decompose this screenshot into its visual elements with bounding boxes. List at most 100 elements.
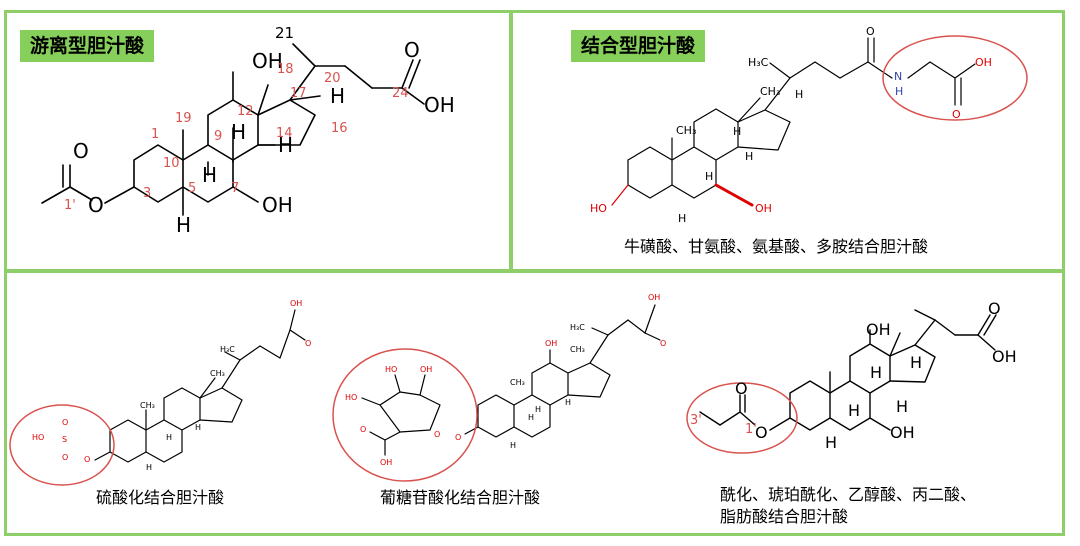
svg-text:H: H bbox=[848, 401, 860, 420]
svg-text:OH: OH bbox=[290, 299, 302, 308]
conjugate-examples-panel bbox=[4, 270, 1065, 536]
acyl-caption-line1: 酰化、琥珀酰化、乙醇酸、丙二酸、 bbox=[720, 485, 977, 504]
svg-text:OH: OH bbox=[380, 458, 392, 467]
svg-text:3: 3 bbox=[143, 186, 151, 201]
hydrogen-9: H bbox=[202, 163, 217, 187]
svg-text:O: O bbox=[755, 423, 768, 442]
svg-text:O: O bbox=[735, 379, 748, 398]
svg-text:OH: OH bbox=[992, 347, 1017, 366]
acid-hydroxyl: OH bbox=[424, 93, 455, 117]
sulfate-caption: 硫酸化结合胆汁酸 bbox=[96, 488, 225, 507]
svg-text:HO: HO bbox=[32, 433, 44, 442]
svg-text:CH₃: CH₃ bbox=[210, 369, 225, 378]
svg-text:CH₃: CH₃ bbox=[510, 378, 525, 387]
conjugated-bile-acid-tag: 结合型胆汁酸 bbox=[571, 30, 706, 62]
hydrogen-8: H bbox=[231, 120, 246, 144]
svg-text:1': 1' bbox=[64, 198, 76, 213]
svg-text:21: 21 bbox=[275, 24, 294, 42]
svg-text:CH₃: CH₃ bbox=[570, 345, 585, 354]
glycine-highlight-circle bbox=[882, 35, 1028, 121]
ester-oxygen: O bbox=[88, 193, 104, 217]
svg-text:24: 24 bbox=[392, 86, 409, 101]
svg-text:O: O bbox=[988, 299, 1001, 318]
svg-text:H: H bbox=[895, 85, 903, 98]
svg-text:HO: HO bbox=[590, 202, 607, 215]
svg-text:HO: HO bbox=[385, 365, 397, 374]
svg-text:H₃C: H₃C bbox=[748, 56, 769, 69]
svg-text:H: H bbox=[705, 170, 713, 183]
svg-text:H: H bbox=[825, 433, 837, 452]
svg-text:H: H bbox=[745, 150, 753, 163]
svg-text:16: 16 bbox=[331, 121, 348, 136]
glucuronide-highlight-circle bbox=[332, 348, 478, 482]
hydrogen-17: H bbox=[330, 84, 345, 108]
svg-text:H₃C: H₃C bbox=[570, 323, 585, 332]
hydroxyl-7: OH bbox=[262, 193, 293, 217]
svg-text:1: 1 bbox=[151, 127, 159, 142]
svg-text:CH₃: CH₃ bbox=[676, 124, 696, 137]
svg-text:H: H bbox=[166, 433, 172, 442]
svg-text:5: 5 bbox=[188, 181, 196, 196]
hydrogen-5: H bbox=[176, 213, 191, 237]
hydrogen-14: H bbox=[278, 133, 293, 157]
svg-text:H: H bbox=[910, 353, 922, 372]
acyl-highlight-circle bbox=[686, 382, 798, 454]
svg-text:CH₃: CH₃ bbox=[760, 85, 780, 98]
acyl-caption-line2: 脂肪酸结合胆汁酸 bbox=[720, 507, 849, 526]
svg-text:H: H bbox=[535, 405, 541, 414]
free-bile-acid-tag: 游离型胆汁酸 bbox=[20, 30, 155, 62]
svg-text:H: H bbox=[896, 397, 908, 416]
svg-text:18: 18 bbox=[277, 62, 294, 77]
atom-numbers: 21 18 20 17 24 19 12 1 9 14 16 10 3 5 7 … bbox=[64, 24, 409, 213]
svg-text:CH₃: CH₃ bbox=[140, 401, 155, 410]
svg-text:H: H bbox=[528, 413, 534, 422]
svg-text:S: S bbox=[62, 435, 67, 444]
svg-text:O: O bbox=[360, 425, 366, 434]
svg-text:OH: OH bbox=[420, 365, 432, 374]
svg-text:H: H bbox=[195, 423, 201, 432]
svg-text:OH: OH bbox=[648, 293, 660, 302]
svg-text:OH: OH bbox=[890, 423, 915, 442]
svg-text:H: H bbox=[870, 363, 882, 382]
glucuronide-caption: 葡糖苷酸化结合胆汁酸 bbox=[380, 488, 541, 507]
svg-text:O: O bbox=[62, 418, 68, 427]
svg-text:19: 19 bbox=[175, 111, 192, 126]
svg-text:OH: OH bbox=[975, 56, 992, 69]
svg-text:O: O bbox=[84, 455, 90, 464]
svg-text:OH: OH bbox=[755, 202, 772, 215]
svg-text:H: H bbox=[733, 125, 741, 138]
svg-text:20: 20 bbox=[324, 71, 341, 86]
svg-text:3': 3' bbox=[690, 413, 702, 428]
svg-text:HO: HO bbox=[345, 393, 357, 402]
svg-text:N: N bbox=[894, 70, 902, 83]
svg-text:14: 14 bbox=[276, 126, 293, 141]
svg-text:O: O bbox=[455, 433, 461, 442]
svg-text:H: H bbox=[565, 398, 571, 407]
svg-text:H: H bbox=[678, 212, 686, 225]
hydroxyl-12: OH bbox=[252, 49, 283, 73]
carbonyl-oxygen: O bbox=[73, 139, 89, 163]
svg-text:10: 10 bbox=[163, 156, 180, 171]
svg-text:O: O bbox=[952, 108, 961, 121]
svg-text:H₃C: H₃C bbox=[220, 345, 235, 354]
acid-oxygen: O bbox=[404, 38, 420, 62]
svg-text:OH: OH bbox=[866, 320, 891, 339]
svg-text:7: 7 bbox=[231, 181, 239, 196]
svg-text:1': 1' bbox=[745, 422, 757, 437]
svg-text:9: 9 bbox=[214, 129, 222, 144]
svg-text:O: O bbox=[305, 339, 311, 348]
svg-text:12: 12 bbox=[237, 104, 254, 119]
svg-text:OH: OH bbox=[545, 339, 557, 348]
svg-text:O: O bbox=[866, 25, 875, 38]
atom-labels: O O OH OH O OH H H H H H bbox=[73, 38, 455, 237]
svg-text:H: H bbox=[510, 441, 516, 450]
svg-text:17: 17 bbox=[290, 86, 307, 101]
conjugated-caption: 牛磺酸、甘氨酸、氨基酸、多胺结合胆汁酸 bbox=[624, 237, 929, 256]
svg-text:H: H bbox=[146, 463, 152, 472]
svg-text:H: H bbox=[795, 88, 803, 101]
